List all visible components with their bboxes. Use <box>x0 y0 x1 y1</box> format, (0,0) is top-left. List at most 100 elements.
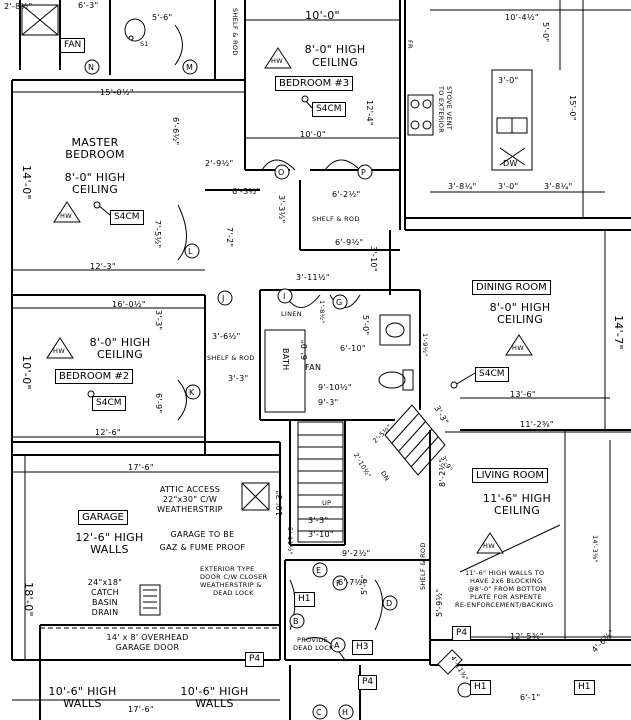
drain-note: BASIN <box>92 598 118 607</box>
dim-text: 12'-6" <box>95 428 121 437</box>
dim-text: 3'-8¼" <box>448 182 477 191</box>
dim-text: 6'-2½" <box>332 190 361 199</box>
stair-up-label: UP <box>322 499 332 507</box>
dim-text: 3'-11½" <box>296 273 330 282</box>
dim-text: 14'-0" <box>20 165 33 200</box>
hardware-label: H3 <box>352 640 373 655</box>
door-tag: H <box>342 708 349 717</box>
dim-text: 5'-6" <box>152 13 173 22</box>
vent-note: STOVE VENT <box>445 86 453 131</box>
dim-text: 12'-5⅜" <box>510 632 544 641</box>
room-name-box: LIVING ROOM <box>472 468 549 483</box>
closet-label: SHELF & ROD <box>419 542 427 590</box>
dim-text: 10'-3" <box>275 490 284 516</box>
ceiling-note: CEILING <box>311 56 359 69</box>
garage-note: GARAGE TO BE <box>170 530 235 539</box>
smoke-detector-label: S4CM <box>312 102 346 117</box>
door-tag: I <box>283 292 286 301</box>
dim-text: 3'-8¼" <box>544 182 573 191</box>
dim-text: 7'-5½" <box>153 220 162 249</box>
dim-text: 3'-6½" <box>212 332 241 341</box>
closet-label: SHELF & ROD <box>312 215 360 223</box>
attic-note: WEATHERSTRIP <box>157 505 223 514</box>
dim-text: 11'-2⅜" <box>520 420 554 429</box>
drain-note: DRAIN <box>91 608 119 617</box>
dim-text: 18'-0" <box>22 582 35 617</box>
panel-label: P4 <box>245 652 265 667</box>
garage-note: GAZ & FUME PROOF <box>159 543 246 552</box>
attic-note: ATTIC ACCESS <box>159 485 221 494</box>
dim-text: 8'-2½" <box>438 458 447 488</box>
dim-text: 12'-3" <box>90 262 116 271</box>
door-note: 14' x 8' OVERHEAD <box>106 633 189 642</box>
hardware-label: H1 <box>470 680 491 695</box>
dim-text: 6'-9" <box>154 393 163 414</box>
drain-note: 24"x18" <box>87 578 123 587</box>
dim-text: 5'-0" <box>541 22 550 43</box>
panel-label: P4 <box>358 675 378 690</box>
dim-text: 5'-6" <box>360 574 369 595</box>
dim-text: 9'-3" <box>318 398 339 407</box>
wall-note: 10'-6" HIGH <box>48 685 117 698</box>
dim-text: 9'-10½" <box>318 383 352 392</box>
door-tag: C <box>316 708 322 717</box>
hot-water-label: HW <box>271 57 283 65</box>
ext-door-note: EXTERIOR TYPE <box>200 565 255 573</box>
sink-label: S1 <box>140 40 149 48</box>
dim-text: 1'-8½" <box>318 300 326 324</box>
door-tag: P <box>361 168 367 177</box>
dim-text: 6'-9½" <box>335 238 364 247</box>
ceiling-note: CEILING <box>96 348 144 361</box>
dim-text: 6'-0" <box>300 339 309 360</box>
hardware-label: H1 <box>294 592 315 607</box>
dim-text: 5'-9½" <box>435 588 444 618</box>
ceiling-note: 8'-0" HIGH <box>489 301 551 314</box>
dim-text: 3'-3" <box>228 374 249 383</box>
door-tag: B <box>293 617 299 626</box>
dim-text: 10'-4½" <box>505 13 539 22</box>
ceiling-note: 8'-0" HIGH <box>64 171 126 184</box>
wall-blocking-note: RE-ENFORCEMENT/BACKING <box>455 601 554 609</box>
dim-text: 2'-8½" <box>4 2 33 11</box>
door-tag: L <box>188 247 193 256</box>
dim-text: 10'-0" <box>20 355 33 390</box>
door-tag: K <box>189 388 195 397</box>
tag-markers <box>46 35 533 720</box>
ext-door-note: WEATHERSTRIP & <box>200 581 262 589</box>
dim-text: 3'-3" <box>308 516 329 525</box>
dim-text: 3'-0" <box>498 182 519 191</box>
vent-note: TO EXTERIOR <box>437 86 445 134</box>
room-name-box: GARAGE <box>78 510 128 525</box>
dim-text: 13'-6" <box>510 390 536 399</box>
dim-text: 10'-0" <box>305 9 340 22</box>
door-tag: M <box>186 63 194 72</box>
dim-text: 6'-1" <box>520 693 541 702</box>
wall-note: WALLS <box>63 697 102 710</box>
room-name-box: BEDROOM #2 <box>55 369 134 384</box>
drain-note: CATCH <box>91 588 119 597</box>
dim-text: 6'-6½" <box>171 117 180 146</box>
room-name-box: DINING ROOM <box>472 280 551 295</box>
dim-text: 14'-3⅜" <box>591 535 599 563</box>
dim-text: 10'-0" <box>300 130 326 139</box>
smoke-detector-label: S4CM <box>92 396 126 411</box>
wall-blocking-note: HAVE 2x6 BLOCKING <box>470 577 543 585</box>
dim-text: 6'-10" <box>340 344 366 353</box>
linen-label: LINEN <box>281 310 302 318</box>
wall-note: 12'-6" HIGH <box>75 531 144 544</box>
door-tag: F <box>336 579 341 588</box>
wall-note: 10'-6" HIGH <box>180 685 249 698</box>
dim-text: 5'-0" <box>361 315 370 336</box>
hot-water-label: HW <box>512 344 524 352</box>
wall-note: WALLS <box>195 697 234 710</box>
door-tag: N <box>88 63 95 72</box>
dim-text: 3'-0" <box>498 76 519 85</box>
hardware-label: H1 <box>574 680 595 695</box>
fridge-label: FR <box>406 40 414 49</box>
dim-text: 3'-3½" <box>277 195 286 224</box>
wall-blocking-note: PLATE FOR ASPENTE <box>470 593 542 601</box>
ceiling-note: CEILING <box>493 504 541 517</box>
dim-text: 2'-9½" <box>205 159 234 168</box>
wall-blocking-note: @8'-0" FROM BOTTOM <box>468 585 547 593</box>
dim-text: 9'-2½" <box>342 549 371 558</box>
